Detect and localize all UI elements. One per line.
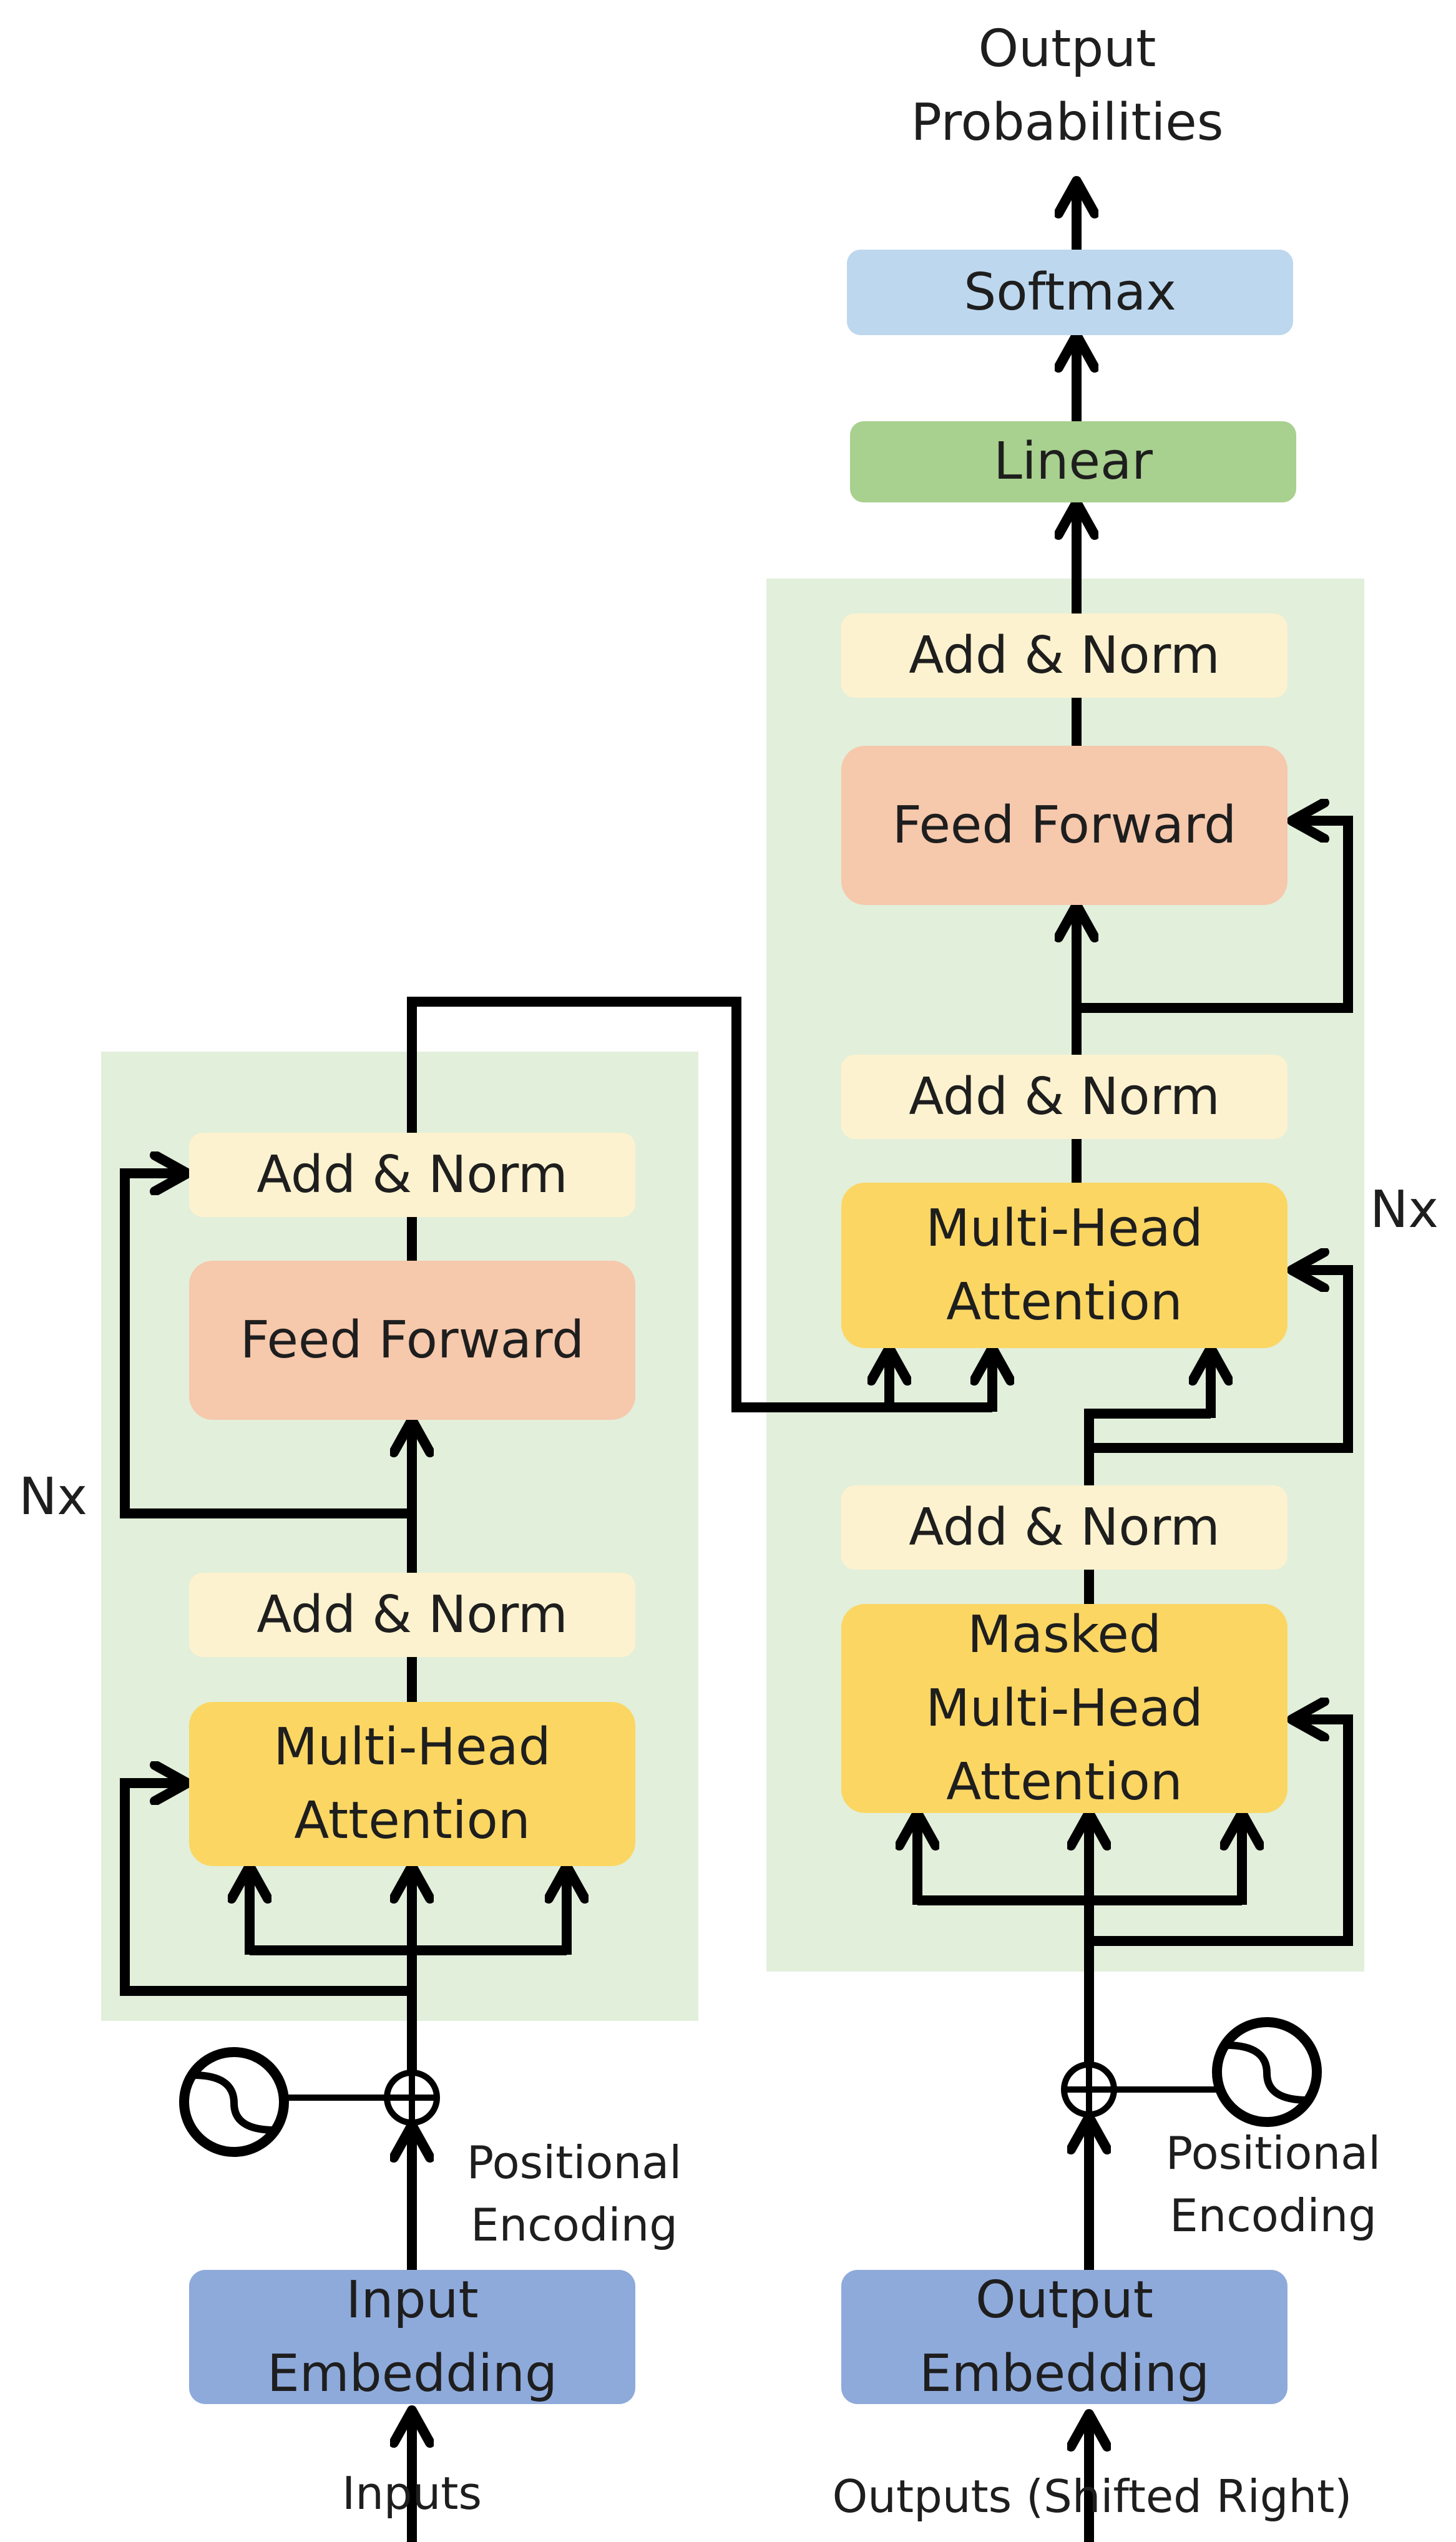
enc-add-norm-top: Add & Norm — [189, 1133, 635, 1217]
dec-sum-icon — [1061, 2061, 1117, 2118]
outputs-shifted-right-label: Outputs (Shifted Right) — [832, 2470, 1352, 2523]
enc-positional-encoding-label: Positional Encoding — [466, 2136, 682, 2251]
enc-residual-2 — [120, 1173, 412, 1518]
dec-residual-3 — [1077, 821, 1353, 1013]
dec-masked-attention-box: Masked Multi-Head Attention — [841, 1604, 1287, 1813]
dec-add-norm-mid: Add & Norm — [841, 1055, 1287, 1139]
enc-attention-box: Multi-Head Attention — [189, 1702, 635, 1866]
inputs-label: Inputs — [342, 2467, 482, 2520]
dec-residual-1 — [1089, 1719, 1353, 1946]
input-embedding-box: Input Embedding — [189, 2270, 635, 2404]
linear-box: Linear — [850, 421, 1296, 502]
dec-residual-2 — [1089, 1270, 1353, 1453]
dec-positional-encoding-icon — [1212, 2017, 1322, 2127]
output-probabilities-label: Output Probabilities — [911, 19, 1224, 152]
softmax-box: Softmax — [847, 250, 1293, 335]
dec-nx-label: Nx — [1370, 1180, 1439, 1239]
enc-positional-encoding-icon — [179, 2047, 289, 2157]
enc-add-norm-bottom: Add & Norm — [189, 1573, 635, 1657]
enc-residual-1 — [120, 1783, 412, 1996]
dec-feed-forward-box: Feed Forward — [841, 746, 1287, 905]
enc-to-dec-memory — [407, 997, 992, 1412]
enc-sum-icon — [384, 2070, 440, 2126]
enc-feed-forward-box: Feed Forward — [189, 1261, 635, 1420]
dec-add-norm-top: Add & Norm — [841, 614, 1287, 698]
output-embedding-box: Output Embedding — [841, 2270, 1287, 2404]
dec-cross-attention-box: Multi-Head Attention — [841, 1183, 1287, 1348]
dec-add-norm-bottom: Add & Norm — [841, 1485, 1287, 1570]
enc-nx-label: Nx — [19, 1467, 87, 1527]
dec-positional-encoding-label: Positional Encoding — [1165, 2127, 1381, 2242]
dec-addnorm-to-branch — [1084, 1409, 1211, 1485]
